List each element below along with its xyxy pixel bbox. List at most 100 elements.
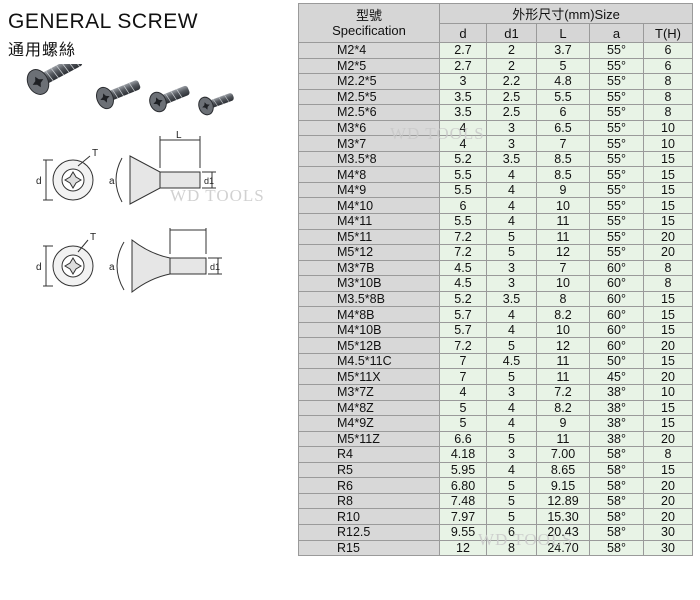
- size-cell-l: 4.8: [536, 73, 590, 90]
- size-cell-d1: 5: [486, 228, 537, 246]
- size-cell-t: 20: [642, 477, 694, 494]
- size-cell-t: 20: [642, 244, 694, 261]
- end-view-2: d T: [36, 232, 96, 287]
- side-view-1: L a d1: [109, 130, 216, 205]
- size-cell-t: 6: [642, 57, 694, 75]
- label-t-2: T: [90, 232, 96, 243]
- size-cell-t: 20: [642, 368, 694, 386]
- screws-photo: [26, 64, 234, 116]
- spec-cell: M4*8: [298, 166, 440, 183]
- size-cell-l: 8.2: [536, 399, 590, 417]
- size-cell-d: 5.2: [439, 290, 487, 308]
- size-cell-d1: 3: [486, 275, 537, 292]
- header-size: 外形尺寸(mm)Size: [438, 3, 694, 24]
- size-cell-l: 15.30: [536, 508, 590, 525]
- spec-cell: M5*12B: [298, 337, 440, 354]
- label-d: d: [36, 176, 42, 187]
- size-cell-a: 38°: [589, 430, 644, 448]
- size-cell-a: 38°: [589, 415, 644, 432]
- screw-medium-2: [149, 85, 190, 113]
- size-cell-d: 5.7: [439, 321, 487, 339]
- size-cell-l: 6.5: [536, 119, 590, 137]
- size-cell-l: 20.43: [536, 523, 590, 541]
- size-cell-d: 7.48: [439, 492, 487, 510]
- spec-cell: M5*11X: [298, 368, 440, 386]
- size-cell-a: 60°: [589, 321, 644, 339]
- size-cell-d: 3.5: [439, 104, 487, 121]
- size-cell-d1: 4: [486, 181, 537, 199]
- size-cell-a: 55°: [589, 197, 644, 215]
- size-cell-a: 55°: [589, 244, 644, 261]
- spec-cell: M3.5*8B: [298, 290, 440, 308]
- size-cell-l: 7: [536, 259, 590, 277]
- spec-cell: R12.5: [298, 523, 440, 541]
- size-cell-l: 12: [536, 337, 590, 354]
- size-cell-d1: 4: [486, 306, 537, 323]
- size-cell-d: 7: [439, 368, 487, 386]
- size-cell-d1: 2: [486, 42, 537, 59]
- size-cell-t: 20: [642, 337, 694, 354]
- size-cell-d: 9.55: [439, 523, 487, 541]
- spec-cell: M4*9: [298, 181, 440, 199]
- spec-cell: M2.5*5: [298, 88, 440, 106]
- size-cell-a: 50°: [589, 352, 644, 370]
- size-cell-t: 15: [642, 166, 694, 183]
- size-cell-a: 60°: [589, 275, 644, 292]
- size-cell-t: 30: [642, 539, 694, 557]
- label-d1-2: d1: [210, 262, 220, 272]
- screw-drawing-bugle: d T a d1: [36, 228, 222, 294]
- size-cell-d1: 4.5: [486, 352, 537, 370]
- size-cell-a: 55°: [589, 88, 644, 106]
- size-cell-l: 9: [536, 415, 590, 432]
- size-cell-a: 60°: [589, 290, 644, 308]
- spec-cell: M3*7Z: [298, 384, 440, 401]
- spec-cell: M2*5: [298, 57, 440, 75]
- spec-cell: M3.5*8: [298, 150, 440, 168]
- size-cell-d: 4.18: [439, 446, 487, 463]
- spec-cell: R4: [298, 446, 440, 463]
- size-cell-t: 15: [642, 321, 694, 339]
- size-cell-d: 4: [439, 384, 487, 401]
- spec-cell: R5: [298, 461, 440, 479]
- size-cell-a: 58°: [589, 508, 644, 525]
- size-cell-d: 5.5: [439, 213, 487, 230]
- spec-cell: R6: [298, 477, 440, 494]
- size-cell-d1: 4: [486, 321, 537, 339]
- size-cell-t: 20: [642, 492, 694, 510]
- size-cell-a: 55°: [589, 166, 644, 183]
- size-cell-t: 8: [642, 275, 694, 292]
- size-cell-t: 15: [642, 415, 694, 432]
- size-cell-l: 7.2: [536, 384, 590, 401]
- page-title: GENERAL SCREW: [8, 10, 199, 33]
- size-cell-d: 3.5: [439, 88, 487, 106]
- size-cell-t: 8: [642, 73, 694, 90]
- size-cell-l: 10: [536, 321, 590, 339]
- size-cell-l: 12.89: [536, 492, 590, 510]
- size-cell-l: 8.2: [536, 306, 590, 323]
- size-cell-d: 6.80: [439, 477, 487, 494]
- size-cell-t: 15: [642, 352, 694, 370]
- size-cell-d1: 5: [486, 337, 537, 354]
- label-t: T: [92, 148, 98, 159]
- size-cell-d: 6: [439, 197, 487, 215]
- size-cell-t: 10: [642, 384, 694, 401]
- column-header: a: [589, 23, 644, 43]
